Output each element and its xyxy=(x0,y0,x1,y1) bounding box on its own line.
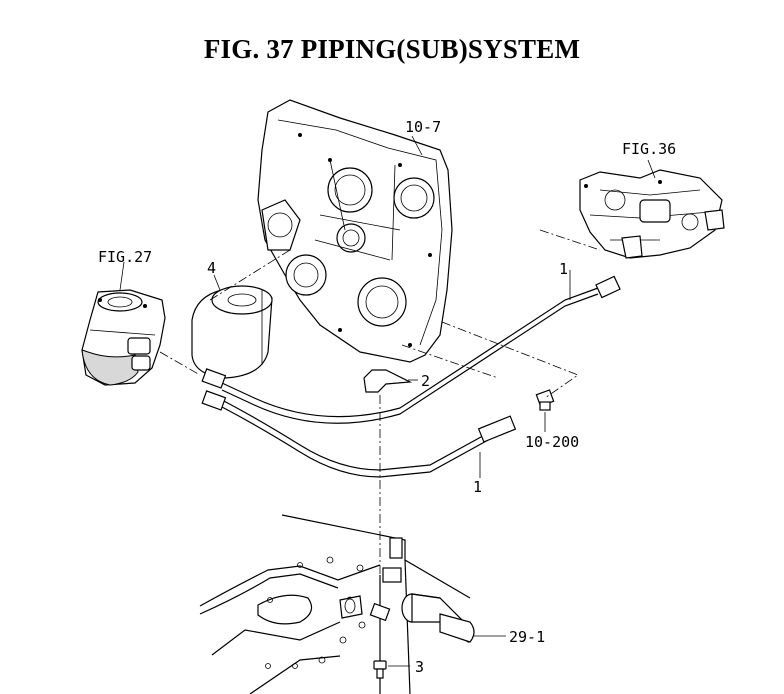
bolt-part[interactable] xyxy=(373,660,387,679)
frame-part[interactable] xyxy=(199,514,471,694)
clamp-label: 2 xyxy=(421,372,430,390)
front-cover-part[interactable] xyxy=(257,99,453,363)
lower-hose-part[interactable] xyxy=(201,390,517,478)
filter-cartridge-part[interactable] xyxy=(191,285,273,379)
sleeve-label: 29-1 xyxy=(509,628,545,646)
steering-unit-part[interactable] xyxy=(81,289,166,386)
sleeve-part[interactable] xyxy=(369,593,475,644)
lower-hose-label: 1 xyxy=(473,478,482,496)
filter-label: 4 xyxy=(207,259,216,277)
front-cover-label: 10-7 xyxy=(405,118,441,136)
fitting-part[interactable] xyxy=(535,389,555,411)
control-valve-part[interactable] xyxy=(579,169,725,259)
upper-hose-part[interactable] xyxy=(201,270,621,424)
clamp-part[interactable] xyxy=(363,369,413,393)
fig36-reference-label: FIG.36 xyxy=(622,140,676,158)
fig27-reference-label: FIG.27 xyxy=(98,248,152,266)
figure-title: FIG. 37 PIPING(SUB)SYSTEM xyxy=(203,34,581,64)
bolt-label: 3 xyxy=(415,658,424,676)
fitting-label: 10-200 xyxy=(525,433,579,451)
upper-hose-label: 1 xyxy=(559,260,568,278)
